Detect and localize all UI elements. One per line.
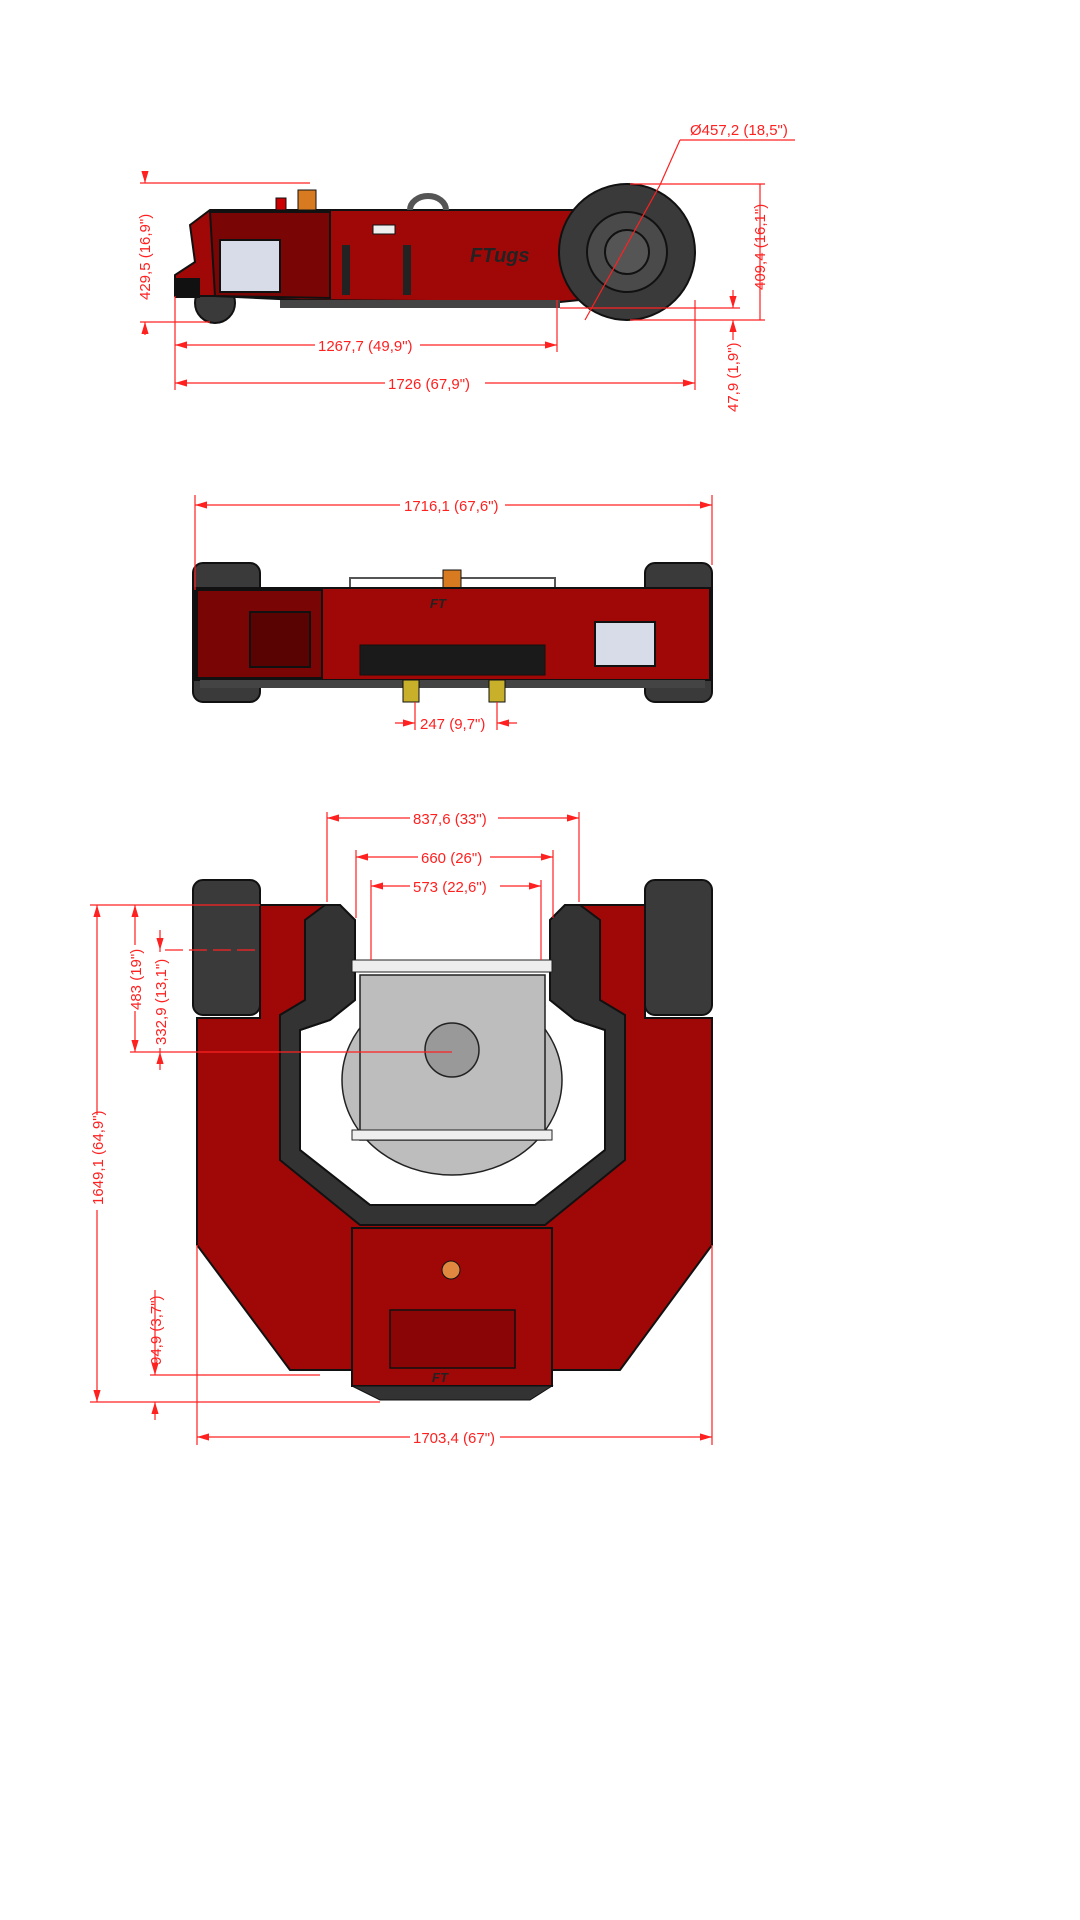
total-length-label: 1649,1 (64,9")	[90, 1110, 107, 1205]
beacon-light-icon	[441, 1260, 461, 1280]
logo: FT	[430, 596, 447, 611]
right-wheel	[644, 879, 713, 1016]
overall-height-label: 429,5 (16,9")	[137, 214, 154, 300]
caster-right	[488, 679, 506, 703]
side-dimensions: Ø457,2 (18,5") 429,5 (16,9") 409,4 (16,1…	[137, 122, 795, 412]
opening-mid-label: 660 (26")	[421, 850, 482, 867]
ground-clearance-label: 47,9 (1,9")	[725, 342, 742, 412]
control-panel	[219, 239, 281, 293]
bumper	[175, 278, 200, 298]
vent	[342, 245, 350, 295]
hitch-recess	[359, 644, 546, 676]
logo: FTugs	[470, 245, 530, 267]
total-width-label: 1703,4 (67")	[413, 1430, 495, 1447]
beacon-light-icon	[297, 189, 317, 211]
cradle-bumper	[279, 904, 626, 1226]
wheel-height-label: 409,4 (16,1")	[752, 204, 769, 290]
access-hatch	[389, 1309, 516, 1369]
overall-width-label: 1716,1 (67,6")	[404, 498, 499, 515]
vent	[403, 245, 411, 295]
opening-outer-label: 837,6 (33")	[413, 811, 487, 828]
top-dimensions: 837,6 (33") 660 (26") 573 (22,6") 1649,1…	[88, 809, 713, 1447]
dim-332-label: 332,9 (13,1")	[153, 959, 170, 1045]
opening-inner-label: 573 (22,6")	[413, 879, 487, 896]
beacon-light-icon	[442, 569, 462, 589]
badge	[372, 224, 396, 235]
tow-handle	[407, 193, 449, 211]
hub-center	[604, 229, 650, 275]
estop-icon	[275, 197, 287, 211]
dim-483-label: 483 (19")	[128, 949, 145, 1010]
center-hub	[424, 1022, 480, 1078]
left-wheel	[192, 879, 261, 1016]
wheel-diameter-label: Ø457,2 (18,5")	[690, 122, 788, 139]
rear-bumper	[351, 1385, 554, 1401]
access-hatch	[249, 611, 311, 668]
rear-bar	[351, 1129, 553, 1141]
control-panel	[594, 621, 656, 667]
front-bar	[351, 959, 553, 973]
wheelbase-label: 1267,7 (49,9")	[318, 338, 413, 355]
front-view: FT	[192, 562, 713, 703]
overall-length-label: 1726 (67,9")	[388, 376, 470, 393]
caster-left	[402, 679, 420, 703]
chassis	[200, 680, 705, 688]
chassis	[280, 300, 560, 308]
side-view: FTugs	[174, 183, 696, 324]
top-view: FT	[192, 879, 713, 1401]
logo: FT	[432, 1370, 449, 1385]
front-dimensions: 1716,1 (67,6") 247 (9,7")	[194, 495, 713, 733]
caster-spacing-label: 247 (9,7")	[420, 716, 485, 733]
dim-94-label: 94,9 (3,7")	[148, 1295, 165, 1365]
